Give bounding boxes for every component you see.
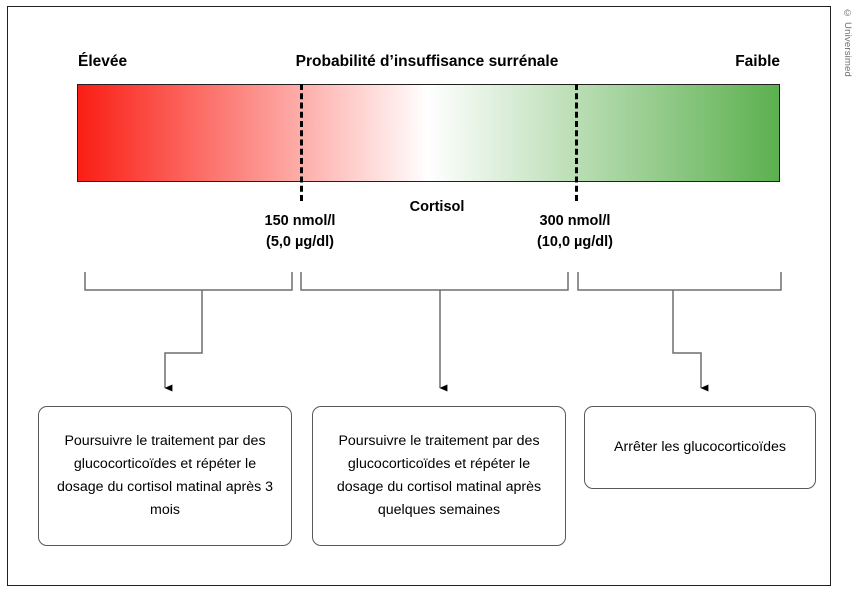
outcome-box-high: Arrêter les glucocorticoïdes bbox=[584, 406, 816, 489]
threshold-150-primary: 150 nmol/l bbox=[264, 213, 336, 229]
threshold-label-300: 300 nmol/l (10,0 µg/dl) bbox=[537, 211, 613, 253]
threshold-150-secondary: (5,0 µg/dl) bbox=[266, 234, 334, 251]
probability-high-label: Élevée bbox=[78, 53, 128, 70]
threshold-300-primary: 300 nmol/l bbox=[539, 213, 611, 229]
threshold-line-300 bbox=[575, 84, 578, 201]
outcome-box-mid: Poursuivre le traitement par des glucoco… bbox=[312, 406, 566, 546]
threshold-300-secondary: (10,0 µg/dl) bbox=[536, 234, 614, 251]
cortisol-gradient-bar bbox=[77, 84, 780, 182]
scale-title: Probabilité d’insuffisance surrénale bbox=[295, 53, 559, 70]
threshold-line-150 bbox=[300, 84, 303, 201]
figure-border bbox=[7, 6, 831, 586]
axis-label-cortisol: Cortisol bbox=[409, 199, 465, 215]
probability-low-label: Faible bbox=[735, 53, 780, 70]
copyright-notice: © Universimed bbox=[842, 8, 853, 78]
gradient-fill bbox=[78, 85, 779, 181]
threshold-label-150: 150 nmol/l (5,0 µg/dl) bbox=[265, 211, 336, 253]
outcome-box-low: Poursuivre le traitement par des glucoco… bbox=[38, 406, 292, 546]
